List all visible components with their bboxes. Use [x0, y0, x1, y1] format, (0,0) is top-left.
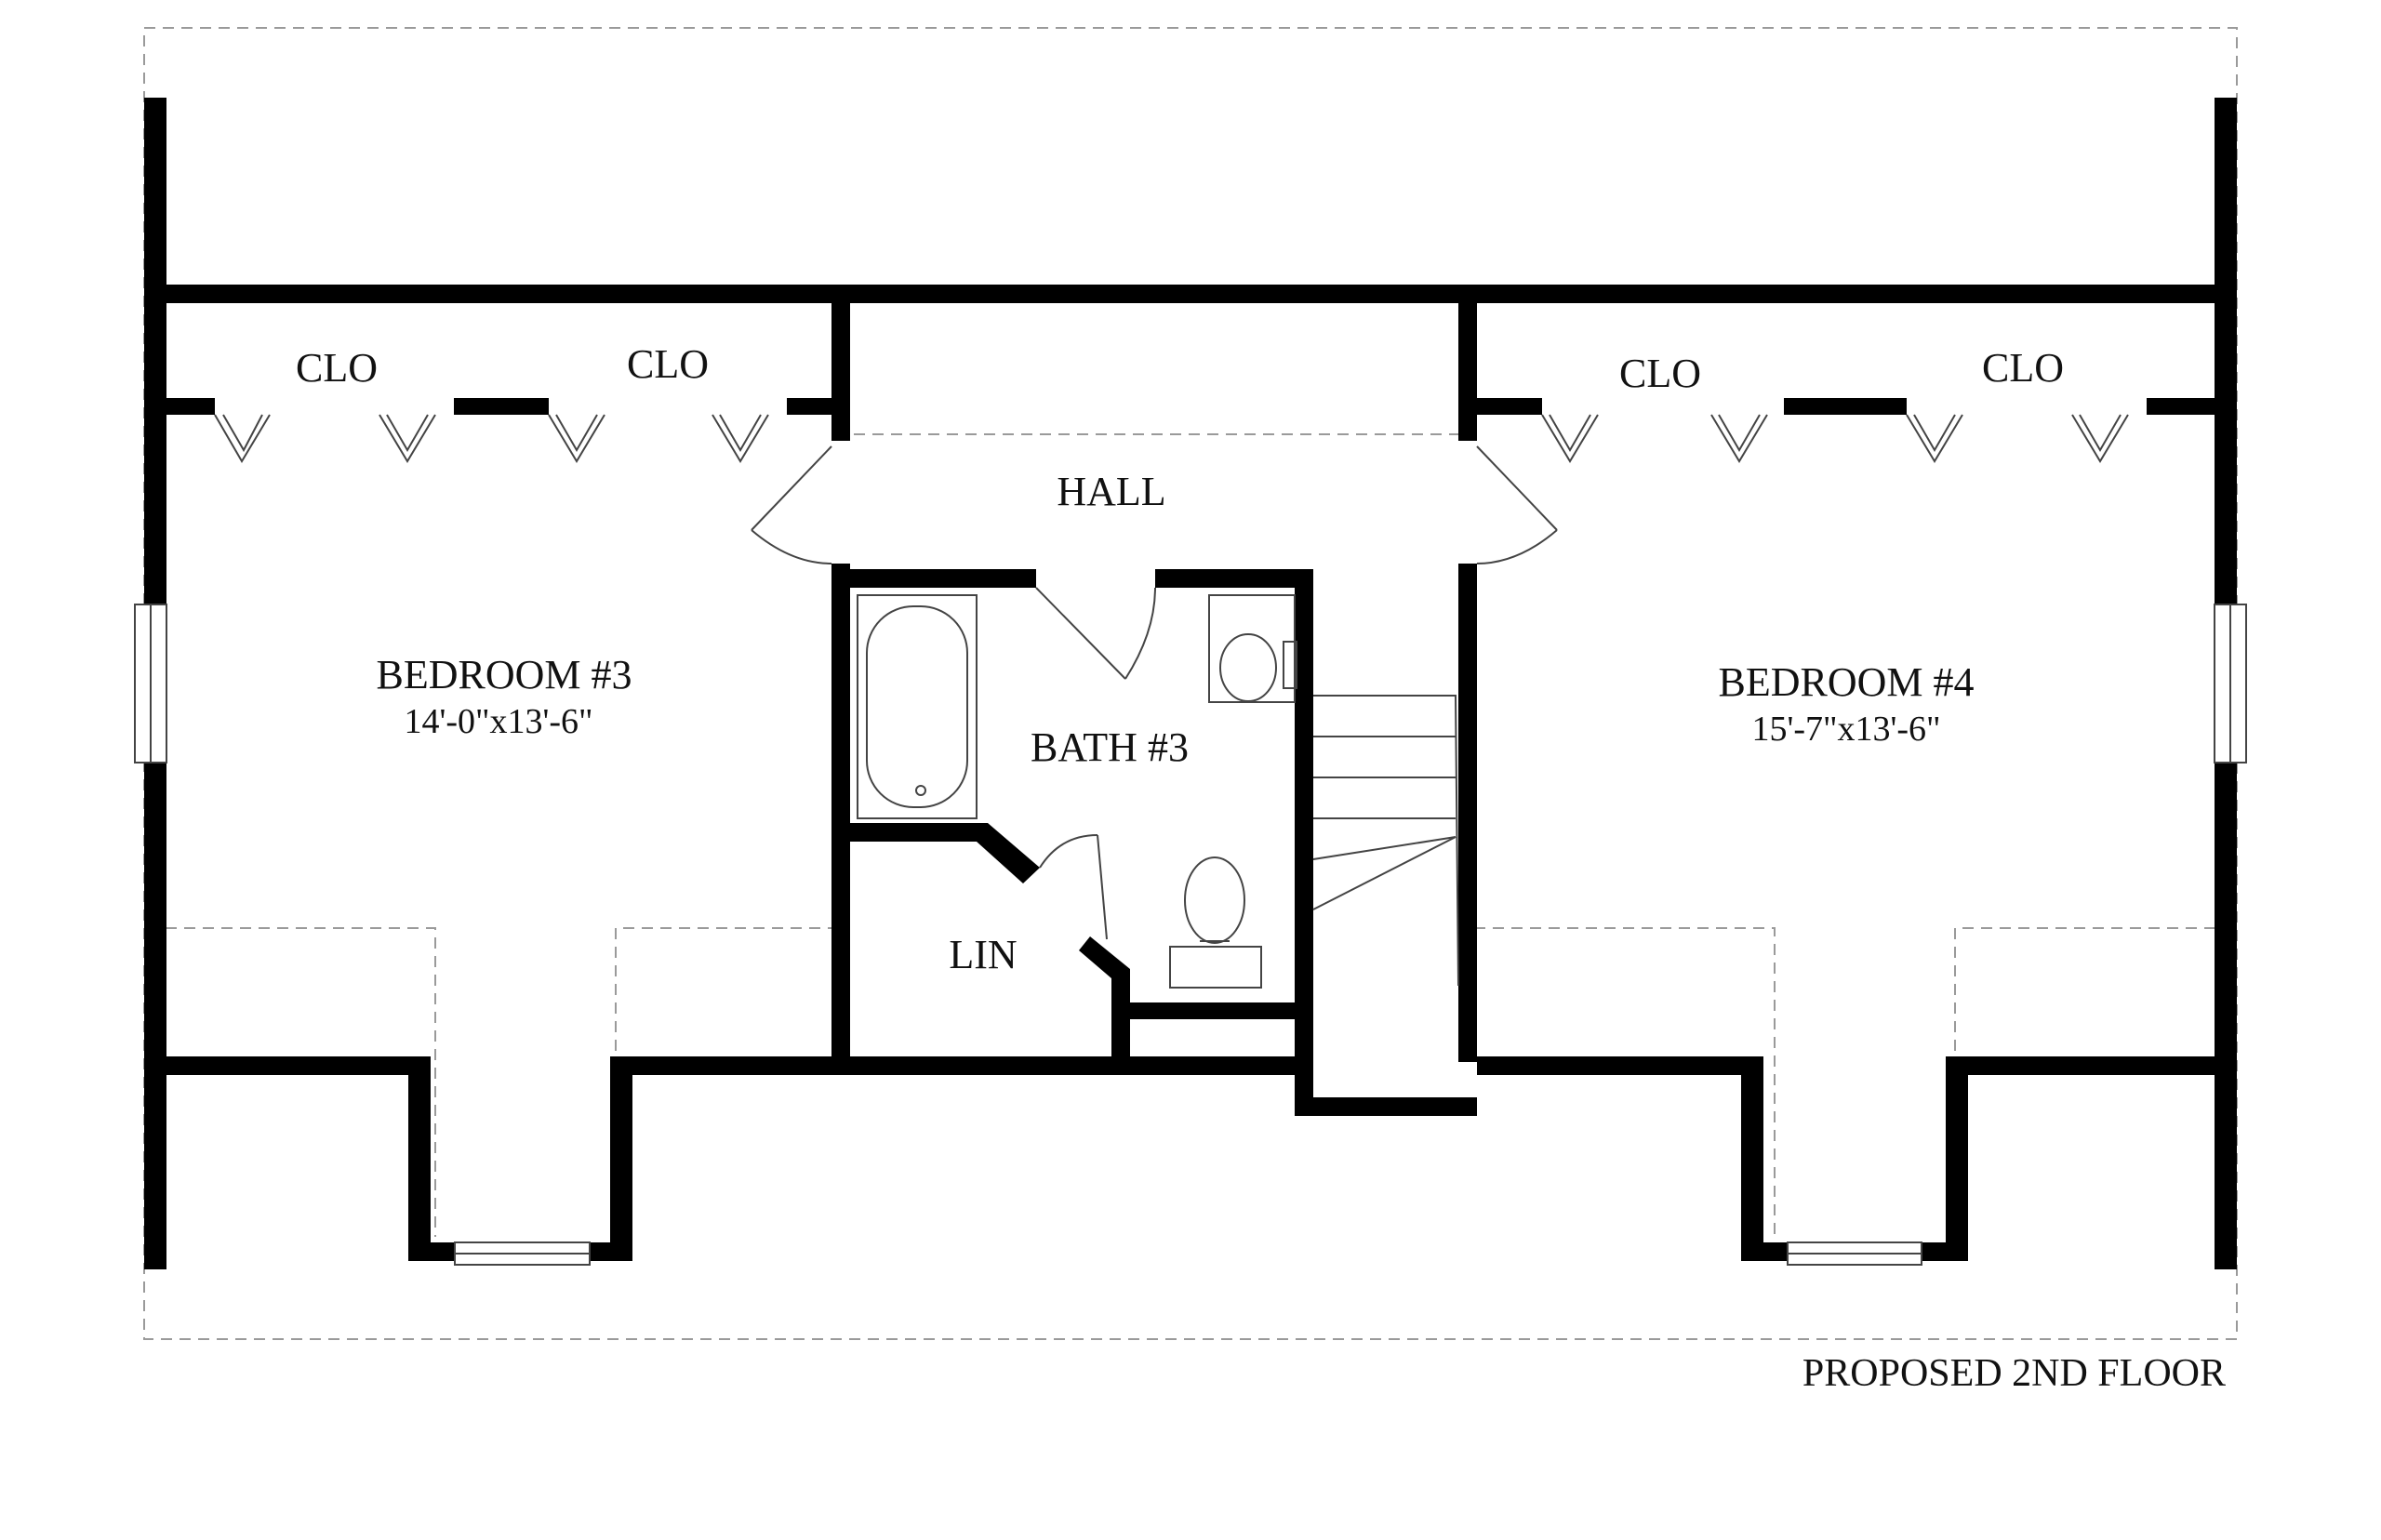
bedroom3-size: 14'-0"x13'-6" [404, 702, 592, 741]
window-icon [454, 1241, 591, 1266]
sink-icon [1208, 594, 1297, 703]
bifold-door-icon [1710, 414, 1768, 463]
stair-icon [1312, 695, 1459, 987]
bath-fixtures [857, 594, 1297, 989]
toilet-icon [1169, 856, 1262, 989]
door-swing-icon [1035, 587, 1156, 680]
closet-bifold-doors [214, 414, 2129, 463]
bedroom4-label: BEDROOM #4 [1718, 659, 1974, 705]
hall-label: HALL [1057, 469, 1165, 514]
bifold-door-icon [548, 414, 605, 463]
closet-label: CLO [1982, 345, 2064, 391]
window-icon [1787, 1241, 1922, 1266]
closet-label: CLO [1619, 351, 1701, 396]
bath3-label: BATH #3 [1031, 724, 1189, 770]
windows [134, 604, 2247, 1266]
plan-title: PROPOSED 2ND FLOOR [1802, 1352, 2226, 1395]
door-swing-icon [1476, 445, 1558, 564]
linen-label: LIN [949, 932, 1017, 977]
door-swing-icon [1039, 834, 1108, 940]
labels: CLO CLO CLO CLO HALL BEDROOM #3 14'-0"x1… [296, 341, 2226, 1395]
door-swings [751, 445, 1558, 940]
bifold-door-icon [379, 414, 436, 463]
closet-label: CLO [627, 341, 709, 387]
roof-outline [143, 27, 2238, 1340]
bifold-door-icon [214, 414, 271, 463]
door-swing-icon [751, 445, 832, 564]
bedroom4-size: 15'-7"x13'-6" [1751, 710, 1940, 749]
walls [144, 98, 2237, 1269]
window-icon [2214, 604, 2247, 763]
bathtub-icon [857, 594, 978, 819]
closet-label: CLO [296, 345, 378, 391]
bifold-door-icon [2071, 414, 2129, 463]
bifold-door-icon [712, 414, 769, 463]
bifold-door-icon [1906, 414, 1963, 463]
window-icon [134, 604, 167, 763]
bedroom3-label: BEDROOM #3 [376, 652, 632, 697]
bifold-door-icon [1541, 414, 1599, 463]
